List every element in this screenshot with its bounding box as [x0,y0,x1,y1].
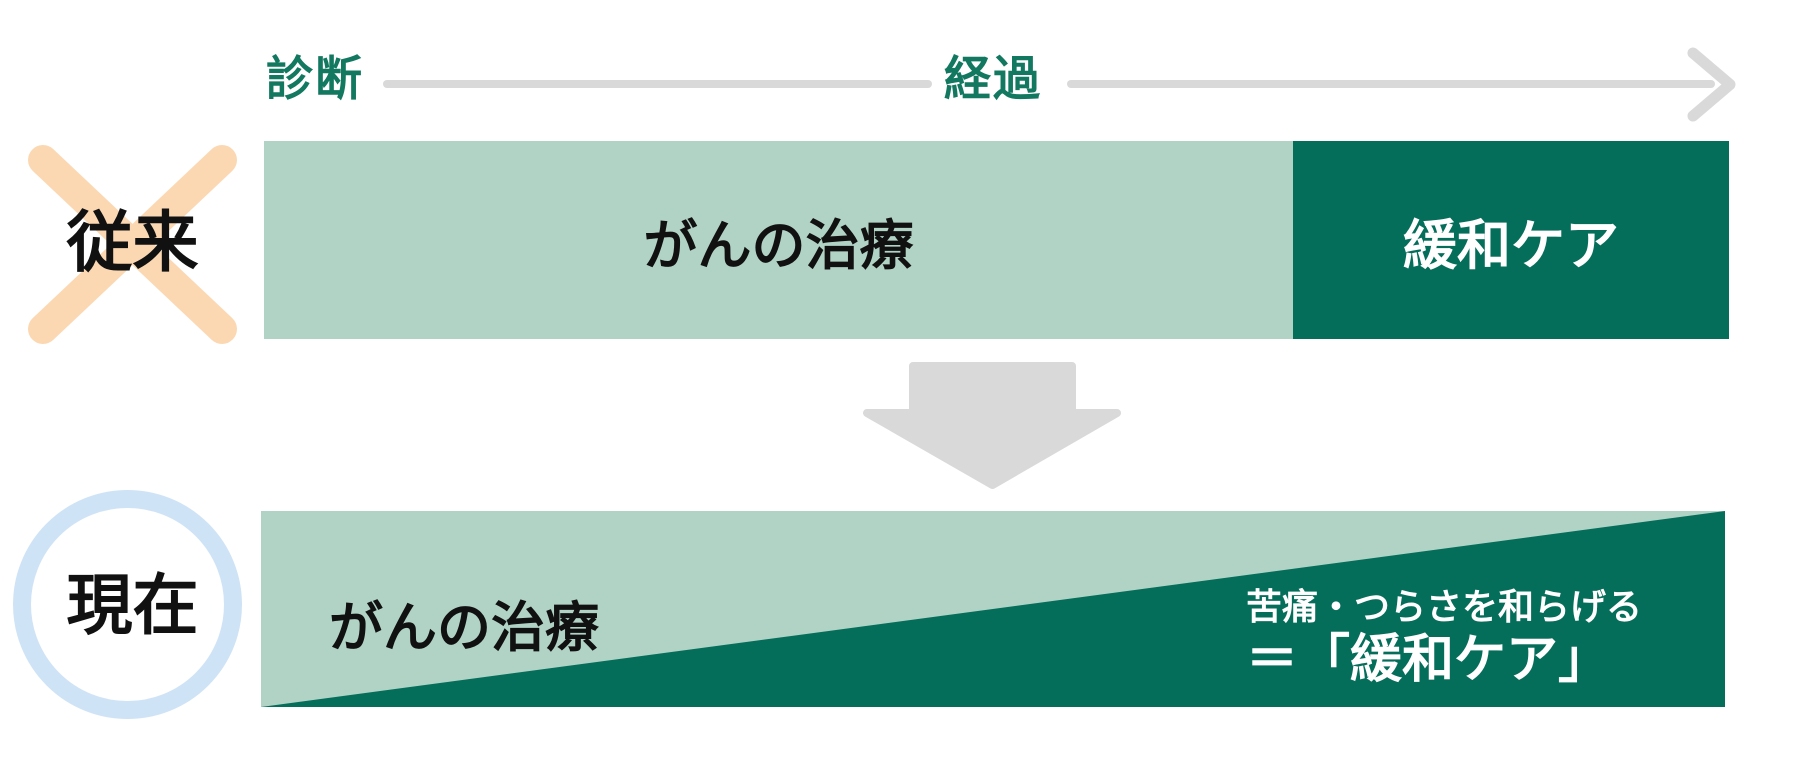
down-arrow-icon [863,362,1121,489]
current-row-label: 現在 [66,567,199,644]
timeline-progress-label: 経過 [944,52,1042,107]
conventional-palliative-label: 緩和ケア [1403,213,1619,277]
conventional-band: がんの治療 緩和ケア [264,141,1729,339]
timeline-line-segment-2 [1067,80,1715,88]
conventional-treatment-section: がんの治療 [264,141,1293,339]
timeline-start-label: 診断 [266,52,364,107]
palliative-wedge-shape [261,511,1725,707]
conventional-treatment-label: がんの治療 [643,213,914,277]
current-palliative-text: 苦痛・つらさを和らげる ＝「緩和ケア」 [1246,587,1642,689]
current-palliative-line1: 苦痛・つらさを和らげる [1246,587,1643,628]
right-arrow-head-icon [1687,47,1736,122]
current-palliative-line2: ＝「緩和ケア」 [1246,630,1611,690]
conventional-palliative-section: 緩和ケア [1293,141,1729,339]
current-treatment-label: がんの治療 [329,596,599,659]
conventional-row-label: 従来 [66,204,199,281]
x-mark-icon [28,145,237,344]
timeline-line-segment-1 [383,80,932,88]
current-band: がんの治療 苦痛・つらさを和らげる ＝「緩和ケア」 [261,511,1725,707]
